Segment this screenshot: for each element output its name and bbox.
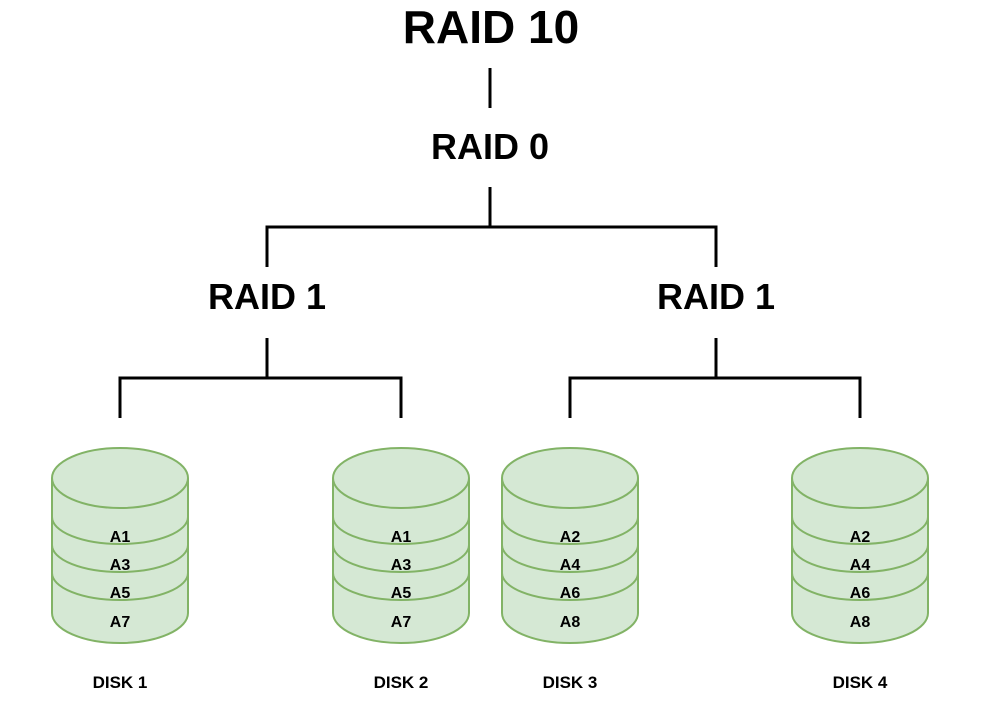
disk-3-divider-3 xyxy=(501,572,639,601)
disk-1-divider-1 xyxy=(51,516,189,545)
disk-2-cylinder-body xyxy=(332,447,470,644)
disk-4-cylinder-body xyxy=(791,447,929,644)
disk-4-block-label: A8 xyxy=(850,614,871,631)
disk-3-block-label: A2 xyxy=(560,529,581,546)
disk-4-divider-2 xyxy=(791,544,929,573)
disk-3-cylinder-rim xyxy=(501,477,639,509)
disk-1-cylinder-rim xyxy=(51,477,189,509)
disk-2-divider-2 xyxy=(332,544,470,573)
disk-4-block-label: A6 xyxy=(850,585,871,602)
disk-3-cylinder-body xyxy=(501,447,639,644)
disk-2-label: DISK 2 xyxy=(374,673,429,692)
disk-4-block-label: A4 xyxy=(850,557,871,574)
disk-1-divider-3 xyxy=(51,572,189,601)
disk-3-block-label: A6 xyxy=(560,585,581,602)
raid1-right-node-label: RAID 1 xyxy=(657,276,775,317)
disk-4-cylinder-rim xyxy=(791,477,929,509)
disk-3-cylinder: A2 A4 A6 A8 xyxy=(501,447,639,644)
disk-1-divider-2 xyxy=(51,544,189,573)
disk-1-cylinder: A1 A3 A5 A7 xyxy=(51,447,189,644)
disk-4-divider-3 xyxy=(791,572,929,601)
disk-2-block-label: A3 xyxy=(391,557,412,574)
disk-2-cylinder-rim xyxy=(332,477,470,509)
disk-4-cylinder: A2 A4 A6 A8 xyxy=(791,447,929,644)
disk-4-divider-1 xyxy=(791,516,929,545)
disk-3-divider-2 xyxy=(501,544,639,573)
disk-1-cylinder-body xyxy=(51,447,189,644)
disk-2-block-label: A7 xyxy=(391,614,412,631)
connector-raid1-right-branch xyxy=(568,376,862,418)
raid1-left-node-label: RAID 1 xyxy=(208,276,326,317)
disk-2-divider-3 xyxy=(332,572,470,601)
disk-3-block-label: A8 xyxy=(560,614,581,631)
disk-1-block-label: A1 xyxy=(110,529,131,546)
disk-2-block-label: A1 xyxy=(391,529,412,546)
disk-3-divider-1 xyxy=(501,516,639,545)
disk-4-block-label: A2 xyxy=(850,529,871,546)
raid0-node-label: RAID 0 xyxy=(431,126,549,167)
disk-1-label: DISK 1 xyxy=(93,673,148,692)
connector-raid1-left-branch xyxy=(118,376,403,418)
disk-3-block-label: A4 xyxy=(560,557,581,574)
disk-1-block-label: A7 xyxy=(110,614,131,631)
disk-3-label: DISK 3 xyxy=(543,673,598,692)
connector-raid0-branch xyxy=(265,225,718,267)
disk-2-divider-1 xyxy=(332,516,470,545)
disk-2-cylinder: A1 A3 A5 A7 xyxy=(332,447,470,644)
disk-2-block-label: A5 xyxy=(391,585,412,602)
diagram-title: RAID 10 xyxy=(403,1,579,53)
disk-4-label: DISK 4 xyxy=(833,673,888,692)
disk-1-block-label: A5 xyxy=(110,585,131,602)
disk-1-block-label: A3 xyxy=(110,557,131,574)
